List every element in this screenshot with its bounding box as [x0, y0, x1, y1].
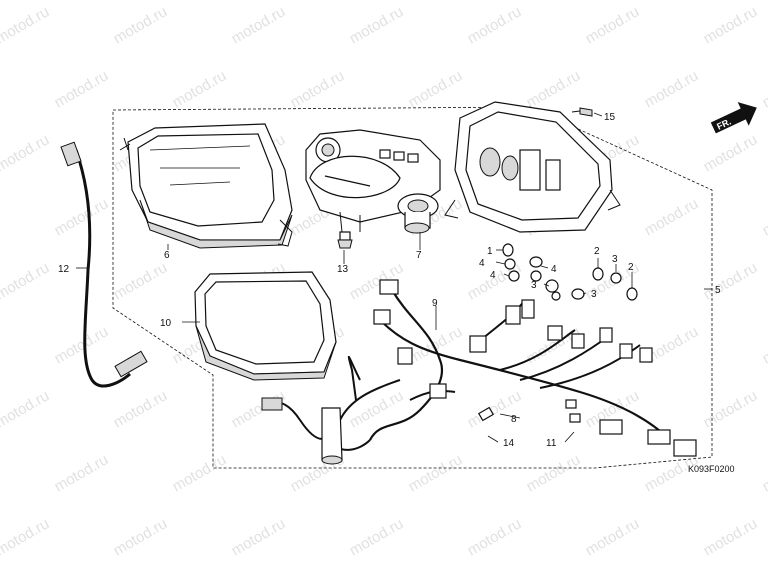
- front-direction-arrow: FR.: [710, 102, 757, 134]
- watermark-text: motod.ru: [0, 387, 52, 431]
- diagram-reference-code: K093F0200: [688, 464, 735, 474]
- callout-4a: 4: [479, 258, 485, 269]
- watermark-text: motod.ru: [0, 131, 52, 175]
- watermark-text: motod.ru: [701, 3, 761, 47]
- screw-15: [571, 107, 593, 117]
- watermark-text: motod.ru: [465, 515, 525, 559]
- watermark-text: motod.ru: [111, 515, 171, 559]
- wire-harness: [261, 279, 697, 465]
- watermark-text: motod.ru: [760, 323, 768, 367]
- watermark-text: motod.ru: [760, 195, 768, 239]
- callout-4b: 4: [490, 270, 496, 281]
- callout-13: 13: [337, 264, 349, 275]
- watermark-text: motod.ru: [0, 515, 52, 559]
- watermark-text: motod.ru: [52, 323, 112, 367]
- callout-2a: 2: [594, 246, 600, 257]
- callout-3a: 3: [531, 280, 537, 291]
- callout-3b: 3: [591, 289, 597, 300]
- watermark-text: motod.ru: [229, 3, 289, 47]
- callout-2b: 2: [628, 262, 634, 273]
- watermark-text: motod.ru: [111, 259, 171, 303]
- watermark-text: motod.ru: [583, 3, 643, 47]
- watermark-text: motod.ru: [111, 387, 171, 431]
- watermark-text: motod.ru: [701, 387, 761, 431]
- watermark-text: motod.ru: [229, 515, 289, 559]
- callout-10: 10: [160, 318, 172, 329]
- watermark-text: motod.ru: [0, 3, 52, 47]
- callout-11: 11: [546, 438, 557, 449]
- leader-lines: [76, 112, 712, 443]
- callout-3c: 3: [612, 254, 618, 265]
- callout-6: 6: [164, 250, 170, 261]
- bulb-socket-13: [337, 231, 353, 249]
- callout-labels: 15 1 4 4 4 3 3 3 2 2 5 6 7 8 9 10 11 12 …: [58, 112, 721, 449]
- callout-4c: 4: [551, 264, 557, 275]
- watermark-text: motod.ru: [111, 3, 171, 47]
- watermark-text: motod.ru: [760, 451, 768, 495]
- watermark-text: motod.ru: [0, 259, 52, 303]
- watermark-text: motod.ru: [524, 451, 584, 495]
- callout-5: 5: [715, 285, 721, 296]
- watermark-text: motod.ru: [52, 195, 112, 239]
- callout-9: 9: [432, 298, 438, 309]
- speedometer-unit: [305, 129, 441, 234]
- watermark-text: motod.ru: [347, 3, 407, 47]
- watermark-text: motod.ru: [524, 67, 584, 111]
- watermark-text: motod.ru: [465, 3, 525, 47]
- watermark-text: motod.ru: [406, 67, 466, 111]
- watermark-text: motod.ru: [170, 67, 230, 111]
- watermark-text: motod.ru: [170, 451, 230, 495]
- callout-12: 12: [58, 264, 70, 275]
- watermark-text: motod.ru: [347, 515, 407, 559]
- watermark-text: motod.ru: [642, 195, 702, 239]
- meter-lens: [194, 271, 337, 381]
- watermark-text: motod.ru: [701, 515, 761, 559]
- assembly-outline: [112, 106, 713, 469]
- watermark-text: motod.ru: [52, 451, 112, 495]
- callout-7: 7: [416, 250, 422, 261]
- watermark-text: motod.ru: [760, 67, 768, 111]
- watermark-text: motod.ru: [701, 259, 761, 303]
- callout-14: 14: [503, 438, 515, 449]
- watermark-text: motod.ru: [642, 67, 702, 111]
- callout-15: 15: [604, 112, 616, 123]
- callout-8: 8: [511, 414, 517, 425]
- watermark-text: motod.ru: [701, 131, 761, 175]
- meter-case: [444, 101, 621, 233]
- watermark-text: motod.ru: [406, 451, 466, 495]
- meter-cover: [119, 123, 293, 249]
- watermark-text: motod.ru: [52, 67, 112, 111]
- speedometer-cable: [60, 141, 148, 388]
- watermark-text: motod.ru: [288, 67, 348, 111]
- watermark-text: motod.ru: [583, 515, 643, 559]
- callout-1: 1: [487, 246, 493, 257]
